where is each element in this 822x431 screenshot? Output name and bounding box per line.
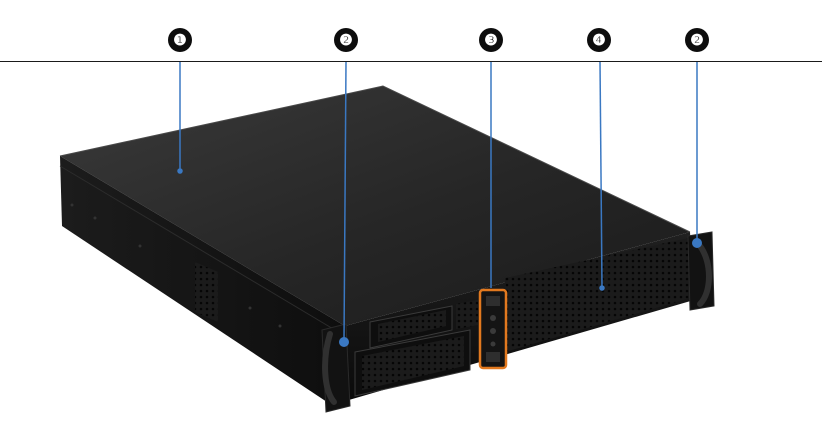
chassis-top-cover — [60, 86, 690, 326]
front-io-panel-icon — [478, 288, 508, 370]
callout-number-2-right: ❷ — [685, 28, 709, 52]
callout-number-1: ❶ — [168, 28, 192, 52]
callout-number-4: ❹ — [587, 28, 611, 52]
header-divider — [0, 61, 822, 62]
vent-grille-icon — [505, 238, 690, 352]
rack-handle-icon — [687, 231, 715, 311]
leader-lines — [177, 61, 698, 341]
callout-number-3: ❸ — [479, 28, 503, 52]
callout-number-2-left: ❷ — [334, 28, 358, 52]
rack-handle-icon — [321, 323, 351, 413]
